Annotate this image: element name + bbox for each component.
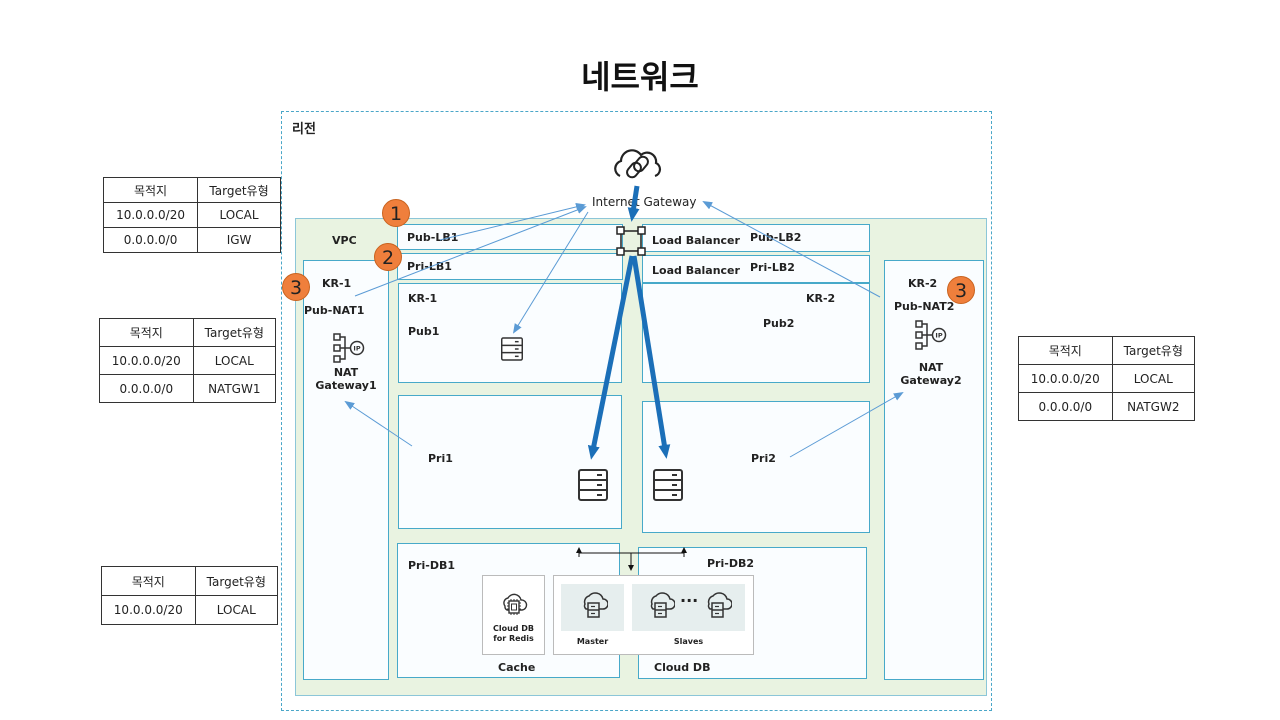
table-header-cell: Target유형 xyxy=(1111,336,1196,365)
step-badge: 1 xyxy=(382,199,410,227)
nat-label-line: NAT xyxy=(918,361,944,374)
load-balancer-label: Load Balancer xyxy=(652,264,740,277)
load-balancer-icon xyxy=(616,226,646,256)
subnet-label: Pri1 xyxy=(428,452,453,465)
az-label: KR-2 xyxy=(806,292,836,305)
flow-arrow-lb-to-pri1 xyxy=(587,255,635,460)
page-title: 네트워크 xyxy=(581,58,699,96)
table-cell: NATGW2 xyxy=(1111,392,1196,421)
cloud-db-label: Cloud DB xyxy=(654,661,711,674)
table-cell: IGW xyxy=(197,227,281,253)
subnet-label: Pri2 xyxy=(751,452,776,465)
redis-label-line: for Redis xyxy=(493,634,534,643)
server-icon-pri2 xyxy=(653,469,683,501)
arrow-igw-to-pub1 xyxy=(512,211,589,334)
arrow-pub-lb1-to-igw xyxy=(439,203,586,241)
nat-gateway1-label: NAT Gateway1 xyxy=(303,366,389,392)
master-label: Master xyxy=(576,637,609,646)
step-badge: 3 xyxy=(282,273,310,301)
subnet-pri2 xyxy=(642,401,870,533)
subnet-label: Pub2 xyxy=(763,317,795,330)
nat-gateway2-label: NAT Gateway2 xyxy=(884,361,978,387)
subnet-pub1 xyxy=(398,283,622,383)
db-slave-icon xyxy=(650,592,675,618)
redis-label: Cloud DB for Redis xyxy=(482,624,545,644)
region-label: 리전 xyxy=(292,122,316,137)
table-header-cell: 목적지 xyxy=(102,177,199,203)
subnet-pri-lb2 xyxy=(642,255,870,283)
subnet-pub-lb1 xyxy=(397,224,623,250)
subnet-pri1 xyxy=(398,395,622,529)
load-balancer-label: Load Balancer xyxy=(652,234,740,247)
nat-gateway-icon-1 xyxy=(333,333,365,363)
region-boundary xyxy=(281,111,992,711)
az-label: KR-1 xyxy=(408,292,438,305)
flow-arrow-lb-to-pri2 xyxy=(631,255,671,459)
az-label: KR-1 xyxy=(322,277,352,290)
ellipsis-label: ··· xyxy=(680,591,699,610)
subnet-label: Pri-DB1 xyxy=(408,559,455,572)
slaves-label: Slaves xyxy=(673,637,704,646)
table-header-cell: Target유형 xyxy=(197,177,281,203)
flow-arrow-igw-to-lb xyxy=(627,185,640,222)
cloud-link-icon xyxy=(614,149,662,179)
table-cell: LOCAL xyxy=(1111,364,1196,393)
server-icon-pub1 xyxy=(501,337,523,361)
subnet-label: Pub-NAT1 xyxy=(304,304,365,317)
subnet-pri-lb1 xyxy=(397,253,623,280)
nat-label-line: Gateway1 xyxy=(315,379,377,392)
db-master-icon xyxy=(583,592,608,618)
arrow-nat2-to-igw xyxy=(702,201,881,298)
db-slave-icon xyxy=(707,592,732,618)
subnet-pub2 xyxy=(642,283,870,383)
server-icon-pri1 xyxy=(578,469,608,501)
table-cell: 0.0.0.0/0 xyxy=(1018,392,1113,421)
subnet-label: Pri-LB2 xyxy=(750,261,795,274)
slaves-tile xyxy=(632,584,745,631)
cache-label: Cache xyxy=(498,661,536,674)
subnet-label: Pub-LB1 xyxy=(407,231,459,244)
table-cell: 10.0.0.0/20 xyxy=(99,346,194,375)
table-cell: LOCAL xyxy=(194,595,279,625)
table-header-cell: Target유형 xyxy=(194,566,279,596)
arrow-pri2-to-nat2 xyxy=(789,392,904,458)
table-cell: LOCAL xyxy=(192,346,277,375)
table-cell: NATGW1 xyxy=(192,374,277,403)
nat-label-line: NAT xyxy=(333,366,359,379)
table-cell: 10.0.0.0/20 xyxy=(102,202,199,228)
subnet-label: Pri-DB2 xyxy=(707,557,754,570)
step-badge: 2 xyxy=(374,243,402,271)
subnet-pub-lb2 xyxy=(642,224,870,252)
subnet-label: Pub1 xyxy=(408,325,440,338)
step-badge: 3 xyxy=(947,276,975,304)
subnet-pub-nat1 xyxy=(303,260,389,680)
table-header-cell: 목적지 xyxy=(1018,336,1113,365)
nat-gateway-icon-2 xyxy=(915,320,947,350)
redis-label-line: Cloud DB xyxy=(492,624,535,633)
internet-gateway-label: Internet Gateway xyxy=(592,195,697,209)
nat-label-line: Gateway2 xyxy=(900,374,962,387)
table-cell: 0.0.0.0/0 xyxy=(99,374,194,403)
table-header-cell: 목적지 xyxy=(99,318,194,347)
arrow-nat1-to-igw xyxy=(354,206,587,297)
vpc-label: VPC xyxy=(332,234,357,247)
az-label: KR-2 xyxy=(908,277,938,290)
table-cell: 0.0.0.0/0 xyxy=(102,227,199,253)
arrow-pri1-to-nat1 xyxy=(344,400,413,447)
subnet-label: Pub-NAT2 xyxy=(894,300,955,313)
redis-chip-icon xyxy=(503,593,528,615)
